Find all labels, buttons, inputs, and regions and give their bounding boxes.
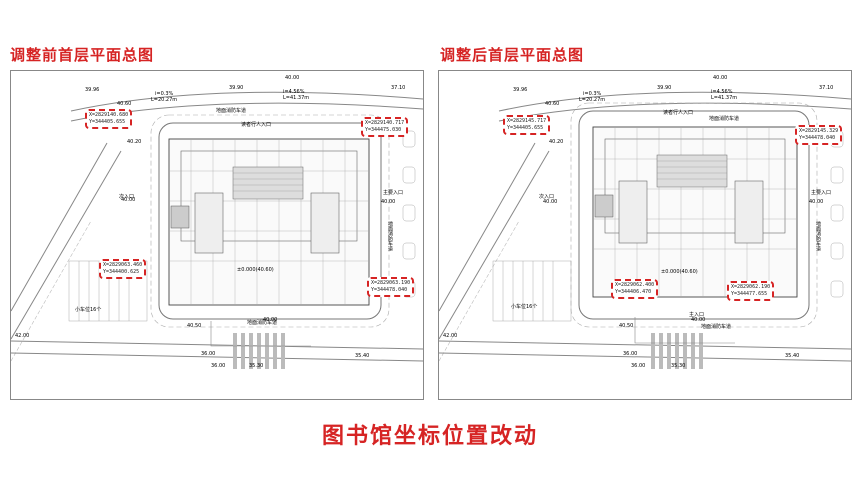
coord-y: Y=344478.040 — [799, 135, 836, 141]
elevation-label: 40.00 — [263, 317, 278, 323]
elevation-label: 40.00 — [691, 317, 706, 323]
elevation-label: 39.96 — [85, 87, 100, 93]
site-plan-after: 地面消防车道 读者行人入口 次入口 主要入口 主入口 ±0.000(40.60)… — [438, 70, 852, 400]
elevation-label: 36.00 — [201, 351, 216, 357]
road-slope-label: i=0.3% — [583, 91, 602, 97]
road-slope-label: i=4.56% — [283, 89, 305, 95]
road-length-label: L=41.37m — [283, 95, 310, 101]
coord-x: X=2829062.400 — [615, 282, 655, 288]
center-elevation-label: ±0.000(40.60) — [237, 267, 274, 273]
left-panel-title: 调整前首层平面总图 — [10, 46, 155, 64]
coord-y: Y=344405.655 — [89, 119, 126, 125]
elevation-label: 40.20 — [127, 139, 142, 145]
coord-y: Y=344477.655 — [731, 291, 768, 297]
coordinate-callout-se: X=2829062.190 Y=344477.655 — [727, 281, 775, 301]
east-entrance-label: 主要入口 — [383, 190, 404, 196]
east-fire-road-label: 地面消防车道 — [387, 221, 393, 251]
coordinate-callout-nw: X=2829140.680 Y=344405.655 — [85, 109, 133, 129]
site-plan-drawing — [11, 91, 423, 369]
center-elevation-label: ±0.000(40.60) — [661, 269, 698, 275]
slide-footer-title: 图书馆坐标位置改动 — [321, 424, 538, 449]
elevation-label: 35.40 — [785, 353, 800, 359]
elevation-label: 37.10 — [819, 85, 834, 91]
south-entrance-label: 主入口 — [689, 312, 705, 318]
coordinate-callout-ne: X=2829140.717 Y=344475.030 — [361, 117, 409, 137]
coordinate-callout-sw: X=2829063.460 Y=344400.625 — [99, 259, 147, 279]
coord-x: X=2829063.190 — [371, 280, 411, 286]
elevation-label: 40.60 — [545, 101, 560, 107]
coord-x: X=2829140.717 — [365, 120, 405, 126]
coordinate-callout-ne: X=2829145.329 Y=344478.040 — [795, 125, 843, 145]
road-slope-label: i=4.56% — [711, 89, 733, 95]
elevation-label: 36.00 — [631, 363, 646, 369]
elevation-label: 37.10 — [391, 85, 406, 91]
elevation-label: 40.00 — [121, 197, 136, 203]
elevation-label: 42.00 — [443, 333, 458, 339]
north-fire-road-label: 地面消防车道 — [216, 108, 247, 114]
east-entrance-label: 主要入口 — [811, 190, 832, 196]
elevation-label: 40.50 — [619, 323, 634, 329]
road-length-label: L=41.37m — [711, 95, 738, 101]
west-entrance-label: 次入口 — [119, 194, 135, 200]
east-fire-road-label: 地面消防车道 — [815, 221, 821, 251]
coord-y: Y=344405.655 — [507, 125, 544, 131]
coord-y: Y=344400.625 — [103, 269, 140, 275]
elevation-label: 40.00 — [543, 199, 558, 205]
site-plan-drawing — [439, 91, 851, 369]
elevation-label: 40.00 — [285, 75, 300, 81]
elevation-label: 40.20 — [549, 139, 564, 145]
parking-label: 小车位16个 — [511, 304, 538, 310]
site-plan-before: 地面消防车道 读者行人入口 次入口 主要入口 ±0.000(40.60) 小车位… — [10, 70, 424, 400]
elevation-label: 39.90 — [657, 85, 672, 91]
road-length-label: L=20.27m — [579, 97, 606, 103]
south-fire-road-label: 地面消防车道 — [701, 324, 732, 330]
elevation-label: 40.00 — [809, 199, 824, 205]
coord-x: X=2829063.460 — [103, 262, 143, 268]
coordinate-callout-nw: X=2829145.717 Y=344405.655 — [503, 115, 551, 135]
coord-y: Y=344406.470 — [615, 289, 652, 295]
elevation-label: 39.90 — [229, 85, 244, 91]
road-slope-label: i=0.3% — [155, 91, 174, 97]
north-entrance-label: 读者行人入口 — [241, 122, 272, 128]
parking-label: 小车位16个 — [75, 307, 102, 313]
elevation-label: 40.60 — [117, 101, 132, 107]
coord-x: X=2829145.329 — [799, 128, 839, 134]
elevation-label: 39.96 — [513, 87, 528, 93]
elevation-label: 40.00 — [713, 75, 728, 81]
coord-y: Y=344478.040 — [371, 287, 408, 293]
elevation-label: 36.00 — [623, 351, 638, 357]
north-entrance-label: 读者行人入口 — [663, 110, 694, 116]
north-fire-road-label: 地面消防车道 — [709, 116, 740, 122]
elevation-label: 35.40 — [355, 353, 370, 359]
elevation-label: 36.00 — [211, 363, 226, 369]
coord-x: X=2829140.680 — [89, 112, 129, 118]
coord-x: X=2829145.717 — [507, 118, 547, 124]
elevation-label: 42.00 — [15, 333, 30, 339]
coord-y: Y=344475.030 — [365, 127, 402, 133]
south-fire-road-label: 地面消防车道 — [247, 320, 278, 326]
right-panel-title: 调整后首层平面总图 — [440, 46, 585, 64]
coordinate-callout-se: X=2829063.190 Y=344478.040 — [367, 277, 415, 297]
west-entrance-label: 次入口 — [539, 194, 555, 200]
elevation-label: 35.30 — [249, 363, 264, 369]
elevation-label: 40.50 — [187, 323, 202, 329]
elevation-label: 40.00 — [381, 199, 396, 205]
coord-x: X=2829062.190 — [731, 284, 771, 290]
coordinate-callout-sw: X=2829062.400 Y=344406.470 — [611, 279, 659, 299]
road-length-label: L=20.27m — [151, 97, 178, 103]
elevation-label: 35.30 — [671, 363, 686, 369]
